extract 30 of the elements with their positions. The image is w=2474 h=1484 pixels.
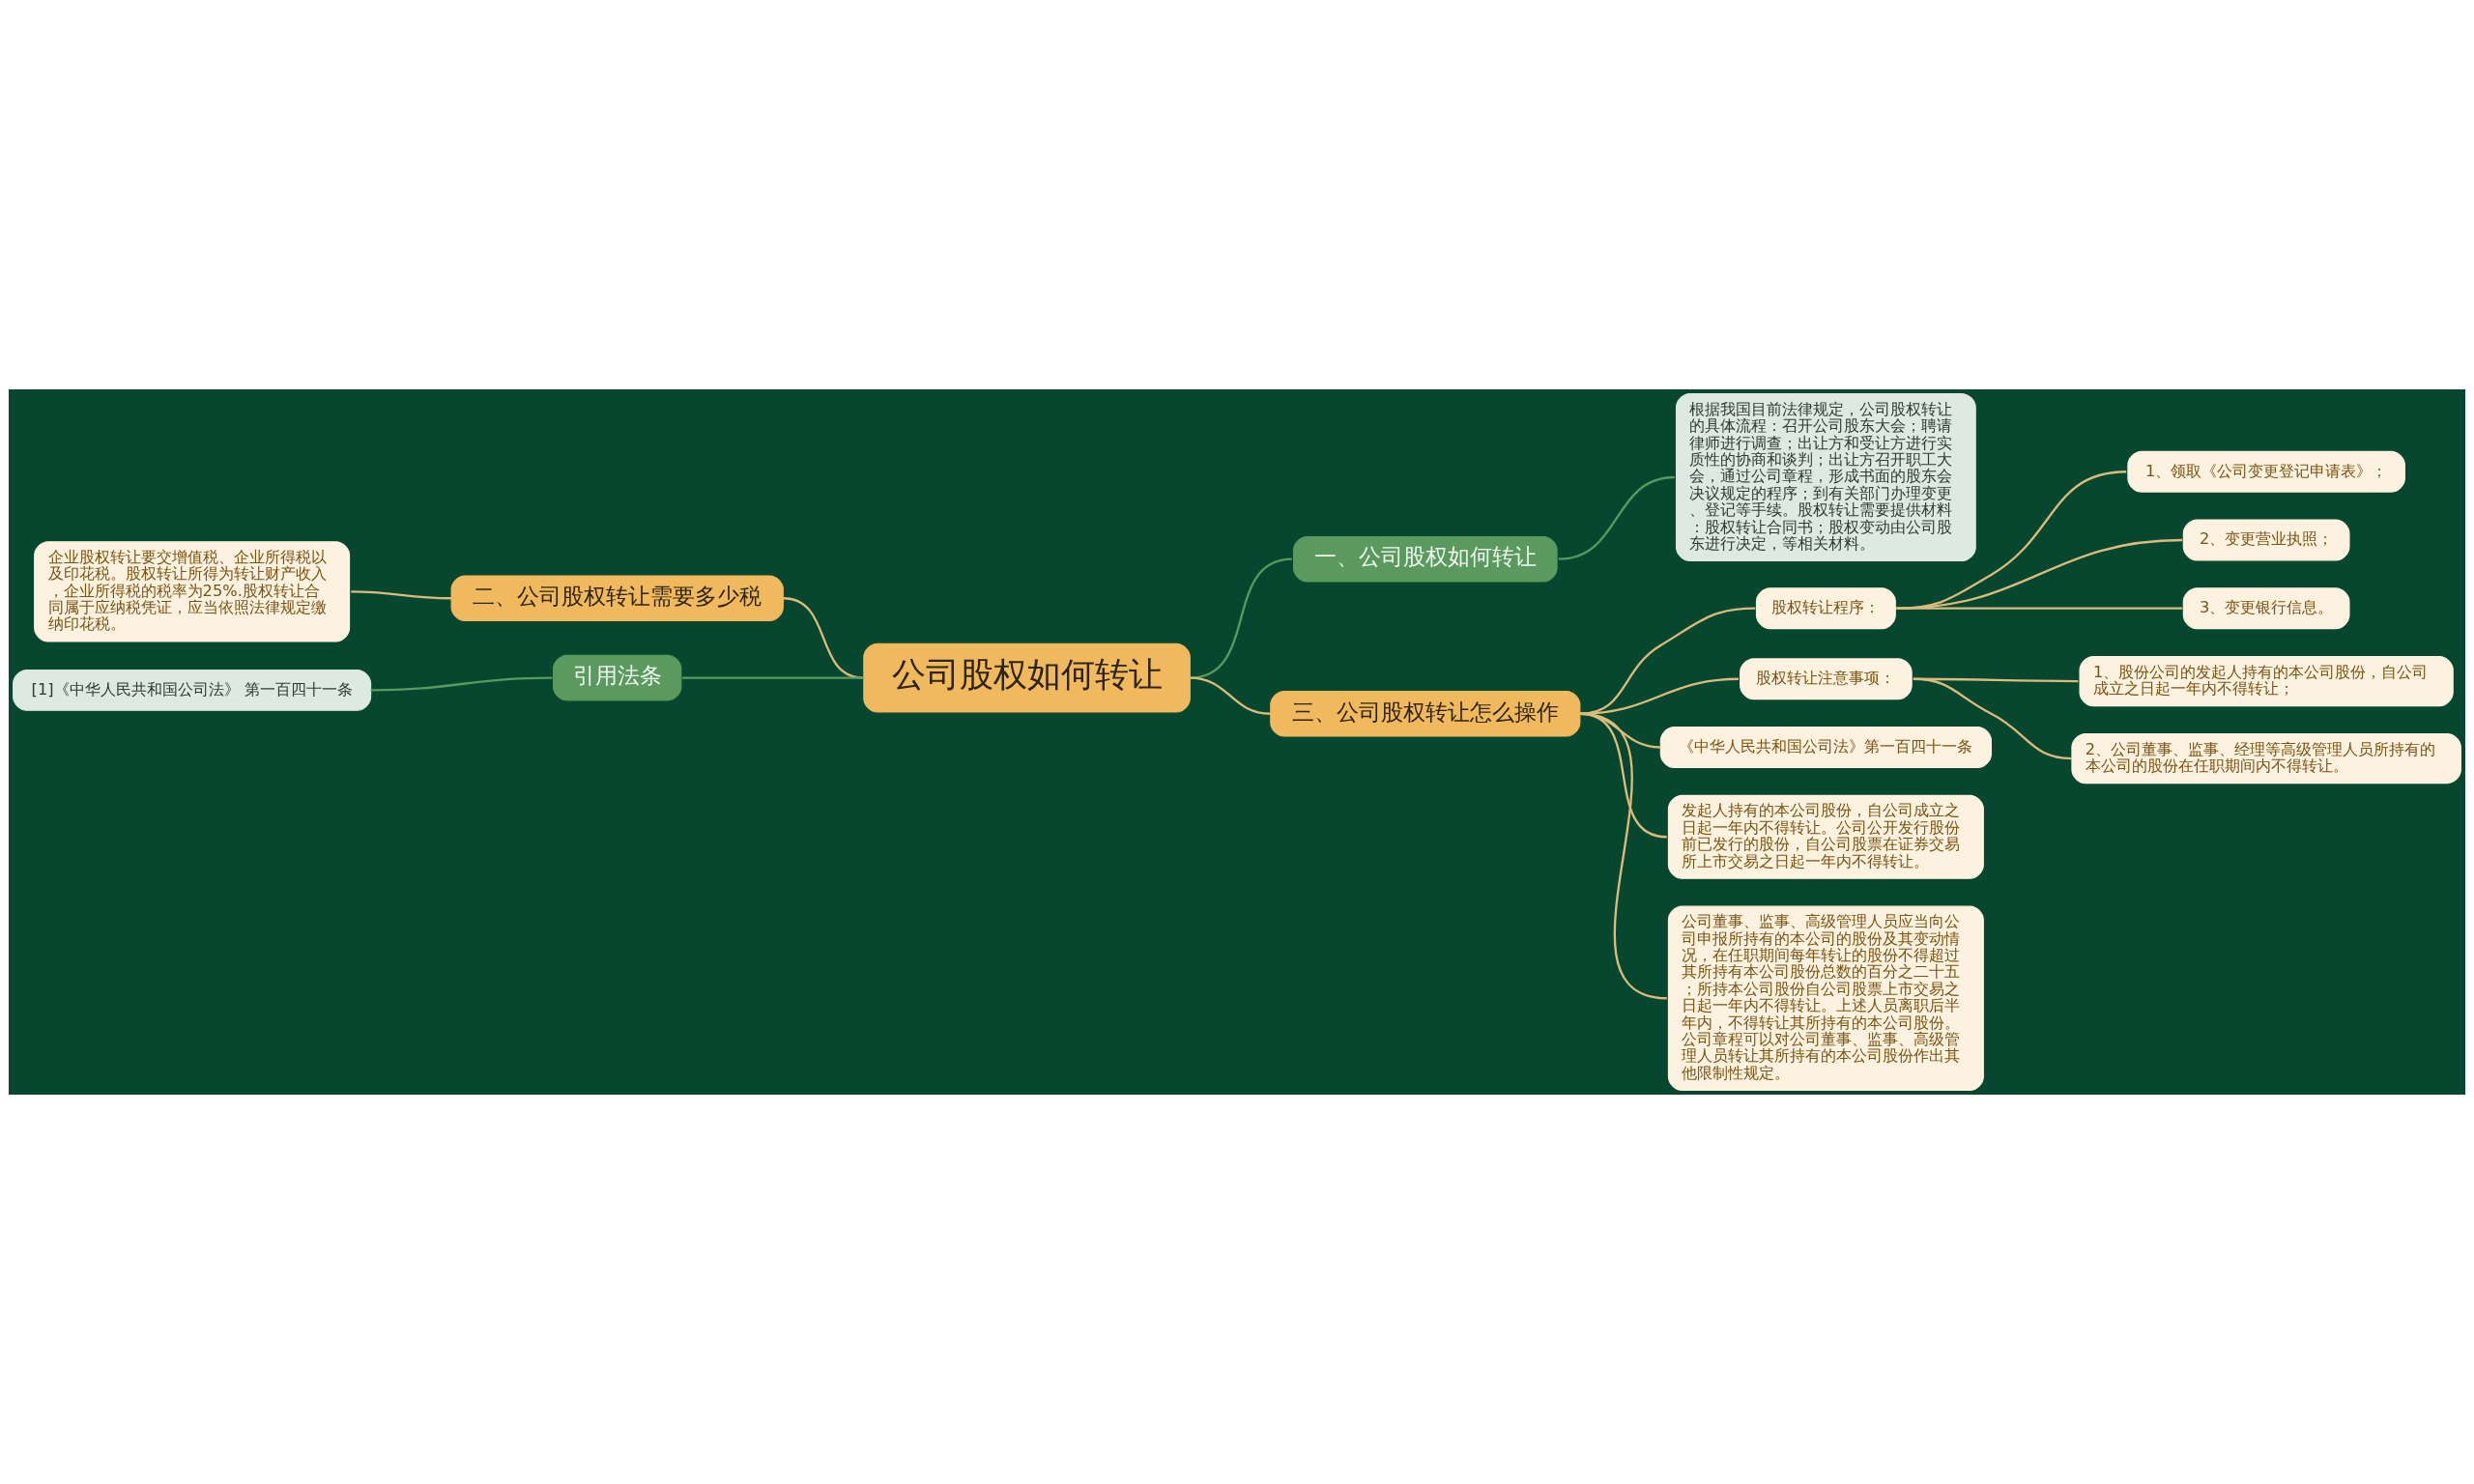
connector [1896,538,2183,610]
node-box: 企业股权转让要交增值税、企业所得税以及印花税。股权转让所得为转让财产收入，企业所得税的税率为25%.股权转让合同属于应纳税凭证，应当依照法律规定缴纳印花税。 [34,541,351,642]
node-box: 《中华人民共和国公司法》第一百四十一条 [1659,727,1992,768]
connector [681,676,864,679]
node-box: 发起人持有的本公司股份，自公司成立之日起一年内不得转让。公司公开发行股份前已发行的股份，自公司股票在证券交易所上市交易之日起一年内不得转让。 [1667,794,1984,879]
connector [1190,557,1292,679]
node-box: 1、股份公司的发起人持有的本公司股份，自公司成立之日起一年内不得转让； [2079,656,2454,707]
connector [1579,712,1667,1000]
node-box: 根据我国目前法律规定，公司股权转让的具体流程：召开公司股东大会；聘请律师进行调查；出让方和受让方进行实质性的协商和谈判；出让方召开职工大会，通过公司章程，形成书面的股东会决议规定的程序；到有关部门办理变更、登记等手续。股权转让需要提供材料：股权转让合同书；股权变动由公司股东进行决定，等相关材料。 [1676,393,1976,561]
node-box: [1]《中华人民共和国公司法》 第一百四十一条 [13,669,372,711]
connector [370,676,553,692]
node-box: 2、公司董事、监事、经理等高级管理人员所持有的本公司的股份在任职期间内不得转让。 [2071,733,2461,785]
node-box: 三、公司股权转让怎么操作 [1270,690,1581,737]
node-box: 股权转让程序： [1755,587,1896,630]
connector [1579,677,1739,715]
node-box: 公司股权如何转让 [863,642,1191,713]
node-box: 引用法条 [553,654,682,701]
node-box: 3、变更银行信息。 [2182,587,2350,630]
node-box: 公司董事、监事、高级管理人员应当向公司申报所持有的本公司的股份及其变动情况，在任职期间每年转让的股份不得超过其所持有本公司股份总数的百分之二十五；所持本公司股份自公司股票上市交易之日起一年内不得转让。上述人员离职后半年内，不得转让其所持有的本公司股份。公司章程可以对公司董事、监事、高级管理人员转让其所持有的本公司股份作出其他限制性规定。 [1667,905,1984,1091]
node-box: 一、公司股权如何转让 [1293,535,1558,583]
connector [1558,475,1675,560]
node-box: 1、领取《公司变更登记申请表》； [2127,450,2405,493]
connector [1896,607,2183,610]
node-box: 二、公司股权转让需要多少税 [450,575,784,622]
connector [1913,677,2072,760]
connector [1579,607,1756,715]
node-box: 股权转让注意事项： [1740,658,1913,700]
connector [1190,676,1271,715]
connector [351,590,452,600]
node-box: 2、变更营业执照； [2182,519,2350,561]
